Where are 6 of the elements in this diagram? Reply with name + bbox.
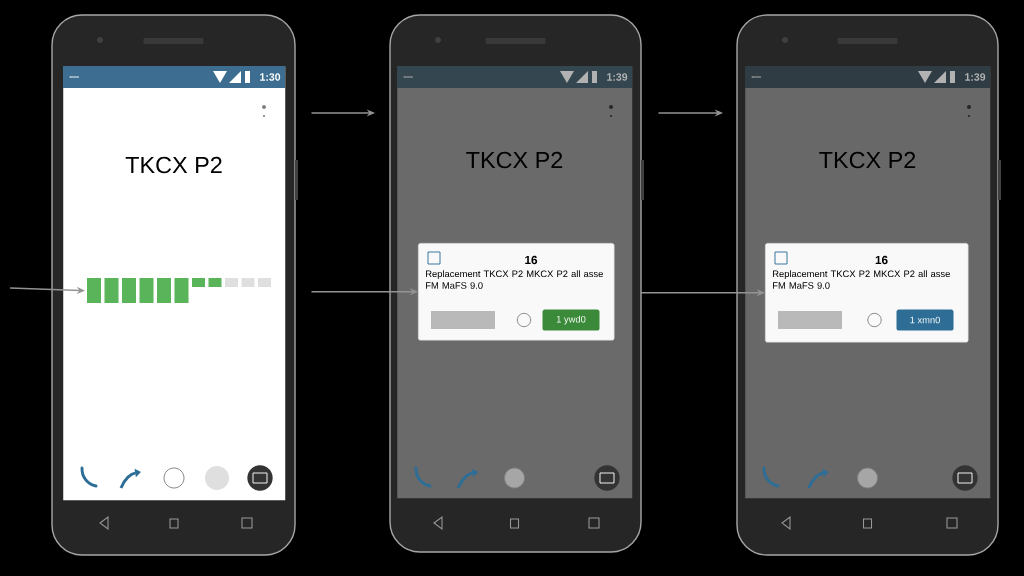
status-time: 1:39 [607, 73, 628, 81]
dialog-box: 16 Replacement TKCX P2 MKCX P2 all asse FM MaFS 9.0 1 xmn0 [765, 243, 969, 343]
dialog-box: 16 Replacement TKCX P2 MKCX P2 all asse FM MaFS 9.0 1 ywd0 [418, 243, 615, 341]
status-time: 1:39 [965, 73, 986, 81]
progress-bar [87, 278, 271, 303]
status-time: 1:30 [260, 73, 281, 81]
